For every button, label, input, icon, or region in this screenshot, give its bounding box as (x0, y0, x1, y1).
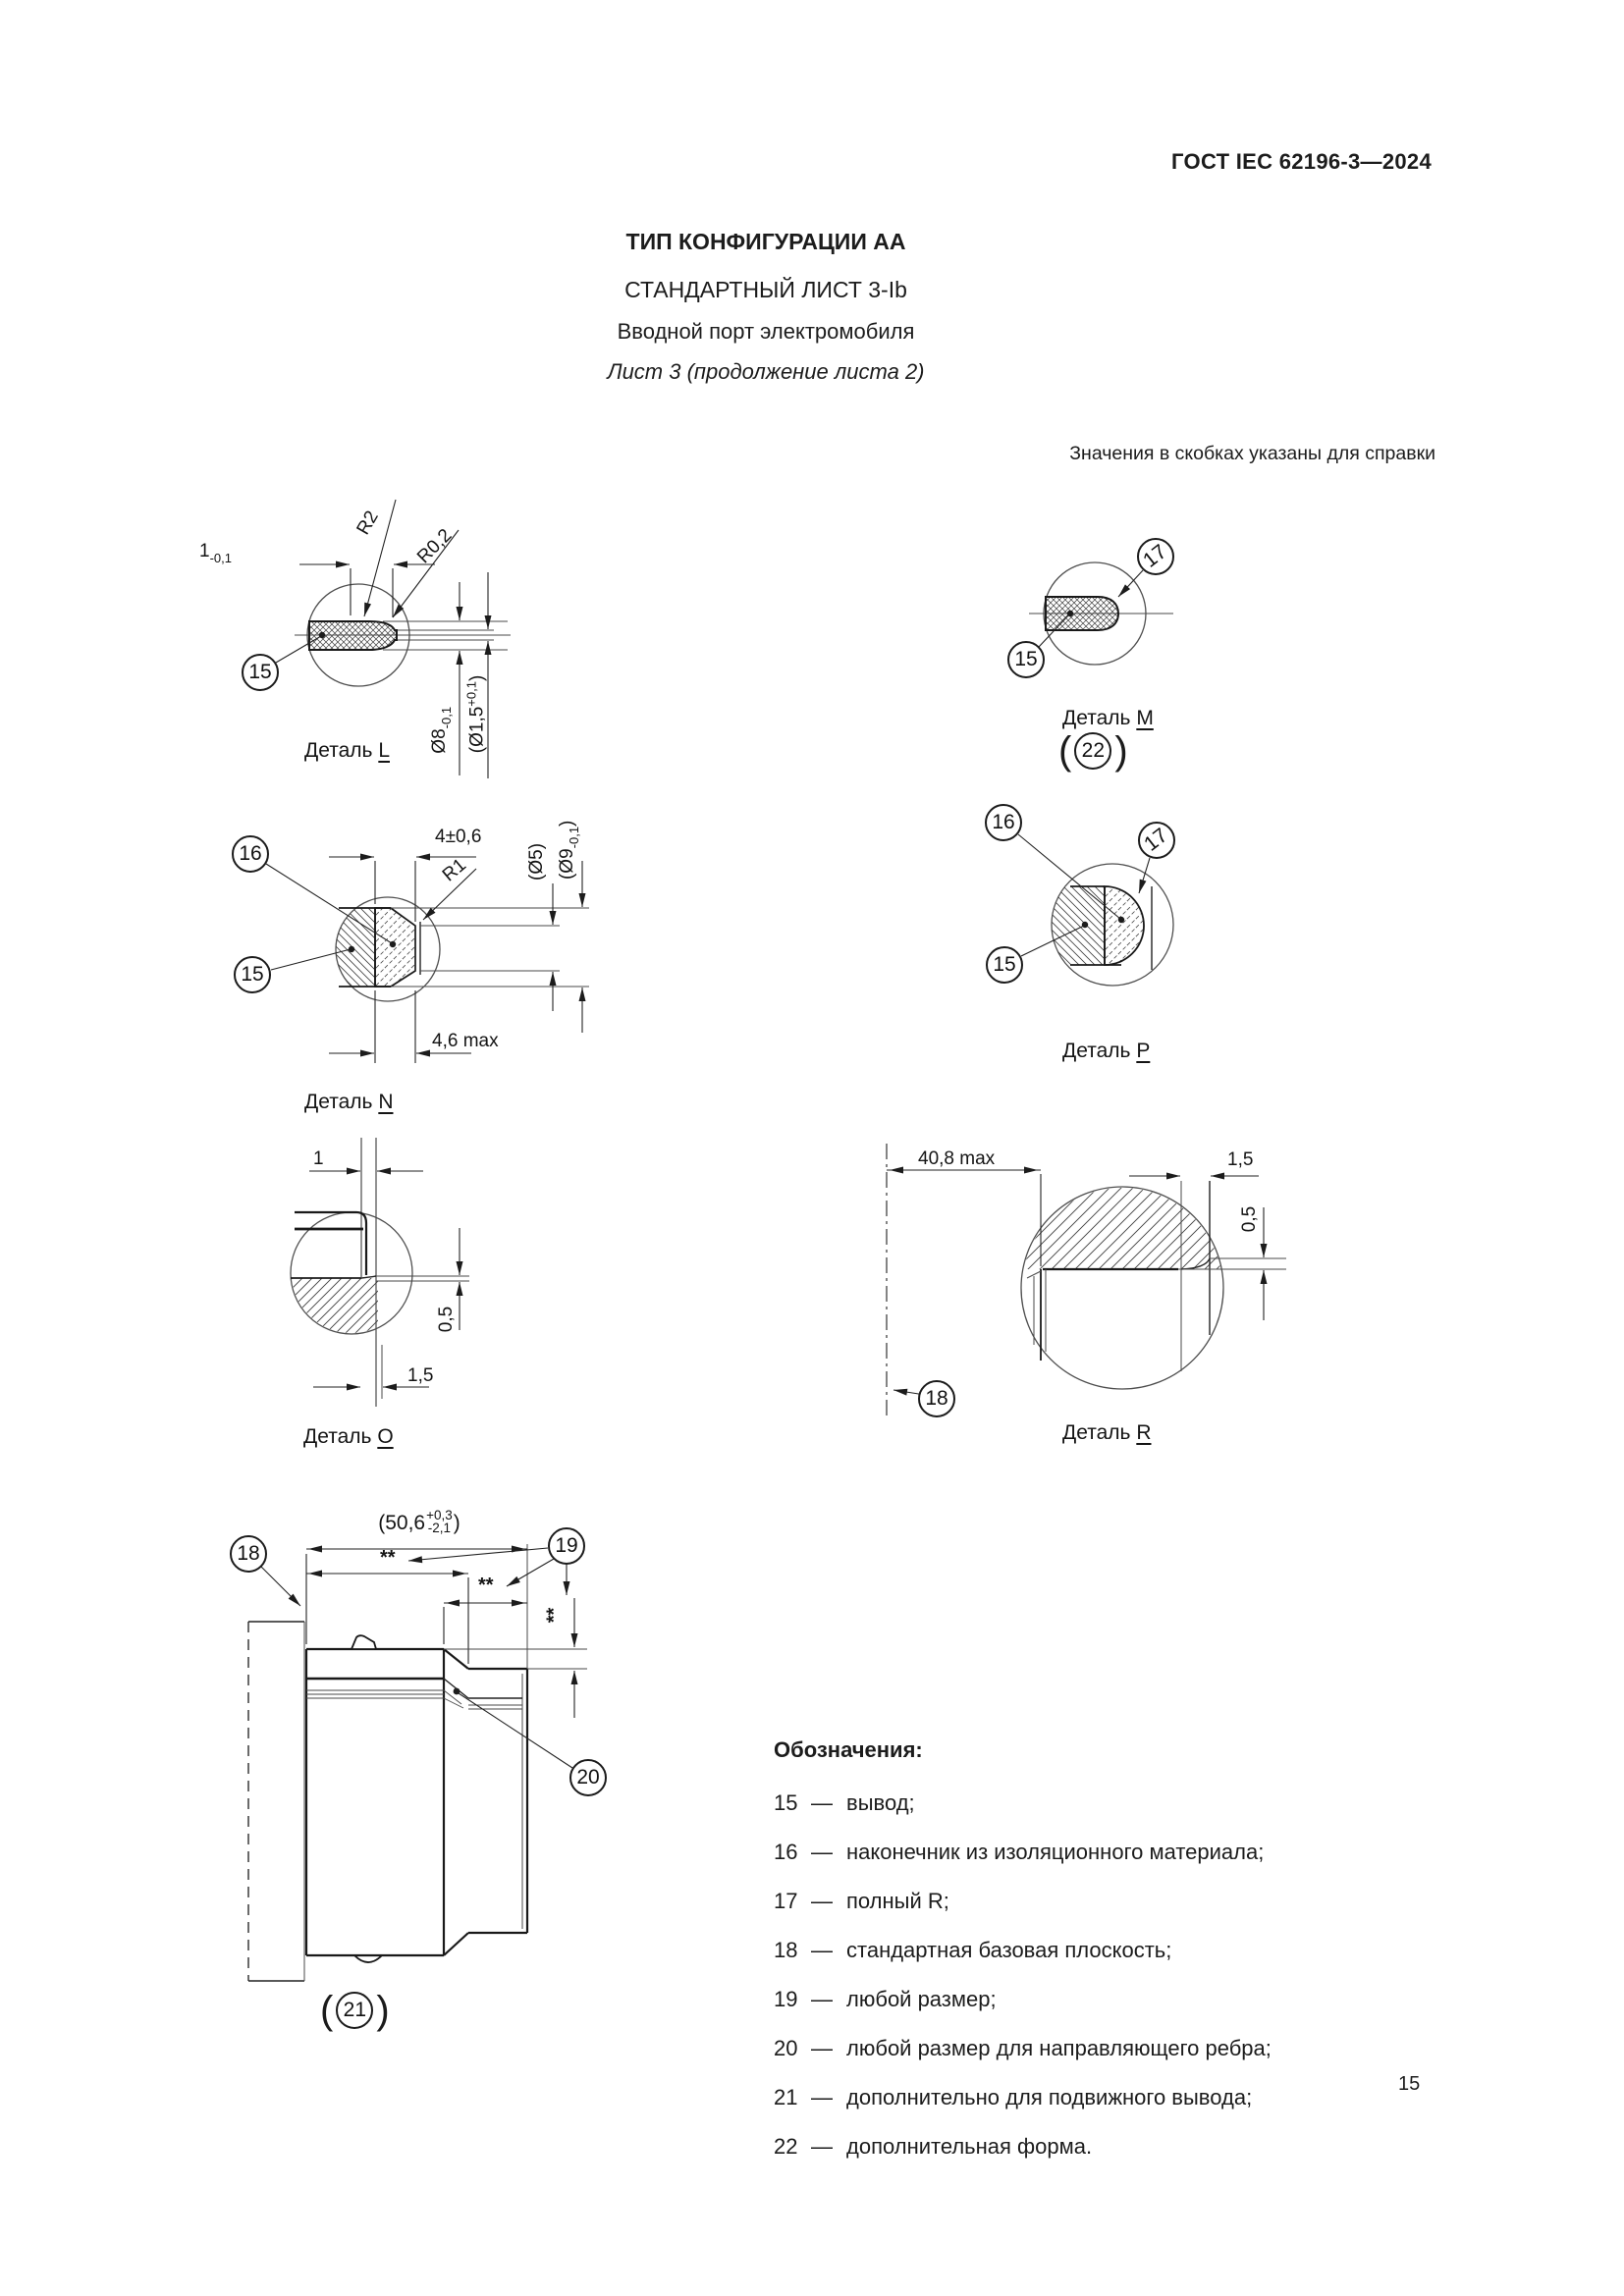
legend-title: Обозначения: (774, 1737, 923, 1762)
legend: Обозначения: 15—вывод; 16—наконечник из … (774, 1737, 1402, 2184)
reference-values-note: Значения в скобках указаны для справки (1069, 443, 1435, 464)
inlet-assembly-drawing: (50,6+0,3-2,1) ** ** ** 18 19 20 ( 21 ) (137, 1507, 648, 2061)
detail-P-caption: Деталь P (1062, 1040, 1151, 1062)
any-size-stars-1: ** (380, 1547, 396, 1569)
dim-0-5-label: 0,5 (436, 1306, 458, 1333)
detail-O-caption: Деталь O (303, 1425, 394, 1448)
dim-50-6-label: (50,6+0,3-2,1) (378, 1508, 460, 1535)
balloon-20: 20 (569, 1759, 607, 1796)
legend-item-18: 18—стандартная базовая плоскость; (774, 1938, 1172, 1962)
legend-item-17: 17—полный R; (774, 1889, 949, 1913)
dim-dia5-label: (Ø5) (526, 842, 548, 881)
detail-L-caption: Деталь L (304, 739, 390, 762)
balloon-18: 18 (918, 1380, 955, 1417)
detail-M-caption: Деталь M (1062, 707, 1154, 729)
balloon-21-optional: ( 21 ) (320, 1989, 390, 2032)
balloon-21: 21 (336, 1992, 374, 2029)
legend-item-15: 15—вывод; (774, 1790, 915, 1815)
detail-P-geometry (1017, 833, 1174, 987)
any-size-stars-3: ** (543, 1607, 566, 1624)
dim-0-5-label: 0,5 (1239, 1205, 1261, 1233)
dim-1-5-label: 1,5 (1227, 1149, 1254, 1170)
detail-L-geometry (275, 499, 511, 778)
dim-1-5-label: 1,5 (407, 1365, 434, 1386)
dim-1-label: 1-0,1 (199, 541, 232, 565)
open-paren: ( (320, 1989, 334, 2032)
detail-R-geometry (886, 1144, 1286, 1418)
standard-number: ГОСТ IEC 62196-3—2024 (1171, 149, 1432, 174)
detail-P-drawing: 16 17 15 Деталь P (933, 795, 1306, 1085)
dim-dia8-label: Ø8-0,1 (429, 706, 455, 754)
balloon-22-optional: ( 22 ) (1058, 729, 1128, 773)
detail-M-geometry (1029, 561, 1173, 666)
balloon-16: 16 (232, 835, 269, 873)
standard-sheet-title: СТАНДАРТНЫЙ ЛИСТ 3-Ib (624, 277, 907, 302)
close-paren: ) (376, 1989, 390, 2032)
dim-4-6-max-label: 4,6 max (432, 1031, 499, 1051)
balloon-16: 16 (985, 804, 1022, 841)
close-paren: ) (1114, 729, 1128, 773)
dim-dia1-5-label: (Ø1,5+0,1) (463, 674, 488, 754)
detail-O-geometry (290, 1138, 469, 1407)
subtitle-inlet-port: Вводной порт электромобиля (617, 319, 915, 344)
balloon-19: 19 (548, 1527, 585, 1565)
legend-item-21: 21—дополнительно для подвижного вывода; (774, 2085, 1253, 2109)
dim-dia9-label: (Ø9-0,1) (557, 820, 582, 881)
inlet-assembly-geometry (247, 1544, 587, 1982)
balloon-18: 18 (230, 1535, 267, 1573)
balloon-17: 17 (1137, 538, 1174, 575)
detail-L-drawing: 1-0,1 R2 R0,2 Ø8-0,1 (Ø1,5+0,1) 15 Детал… (182, 486, 550, 785)
balloon-15: 15 (242, 654, 279, 691)
legend-item-22: 22—дополнительная форма. (774, 2134, 1093, 2159)
detail-R-caption: Деталь R (1062, 1421, 1152, 1444)
detail-M-drawing: 17 15 Деталь M ( 22 ) (933, 520, 1306, 785)
legend-item-16: 16—наконечник из изоляционного материала… (774, 1840, 1265, 1864)
balloon-22: 22 (1074, 732, 1112, 770)
detail-N-caption: Деталь N (304, 1091, 394, 1113)
dim-40-8-max-label: 40,8 max (918, 1148, 996, 1169)
balloon-15: 15 (1007, 641, 1045, 678)
legend-item-19: 19—любой размер; (774, 1987, 997, 2011)
balloon-15: 15 (234, 956, 271, 993)
dim-4-label: 4±0,6 (435, 827, 482, 847)
legend-item-20: 20—любой размер для направляющего ребра; (774, 2036, 1272, 2060)
configuration-type-title: ТИП КОНФИГУРАЦИИ АА (625, 229, 906, 254)
page-number: 15 (1398, 2073, 1421, 2095)
open-paren: ( (1058, 729, 1072, 773)
detail-N-drawing: 4±0,6 R1 (Ø5) (Ø9-0,1) 4,6 max 16 15 Дет… (182, 800, 648, 1119)
detail-O-drawing: 1 0,5 1,5 Деталь O (182, 1124, 550, 1463)
balloon-17: 17 (1138, 822, 1175, 859)
dim-1-label: 1 (313, 1148, 324, 1169)
sheet-continuation-note: Лист 3 (продолжение листа 2) (607, 359, 925, 384)
detail-R-drawing: 40,8 max 1,5 0,5 18 Деталь R (835, 1109, 1483, 1477)
any-size-stars-2: ** (478, 1575, 494, 1596)
detail-N-geometry (265, 853, 589, 1063)
balloon-15: 15 (986, 946, 1023, 984)
